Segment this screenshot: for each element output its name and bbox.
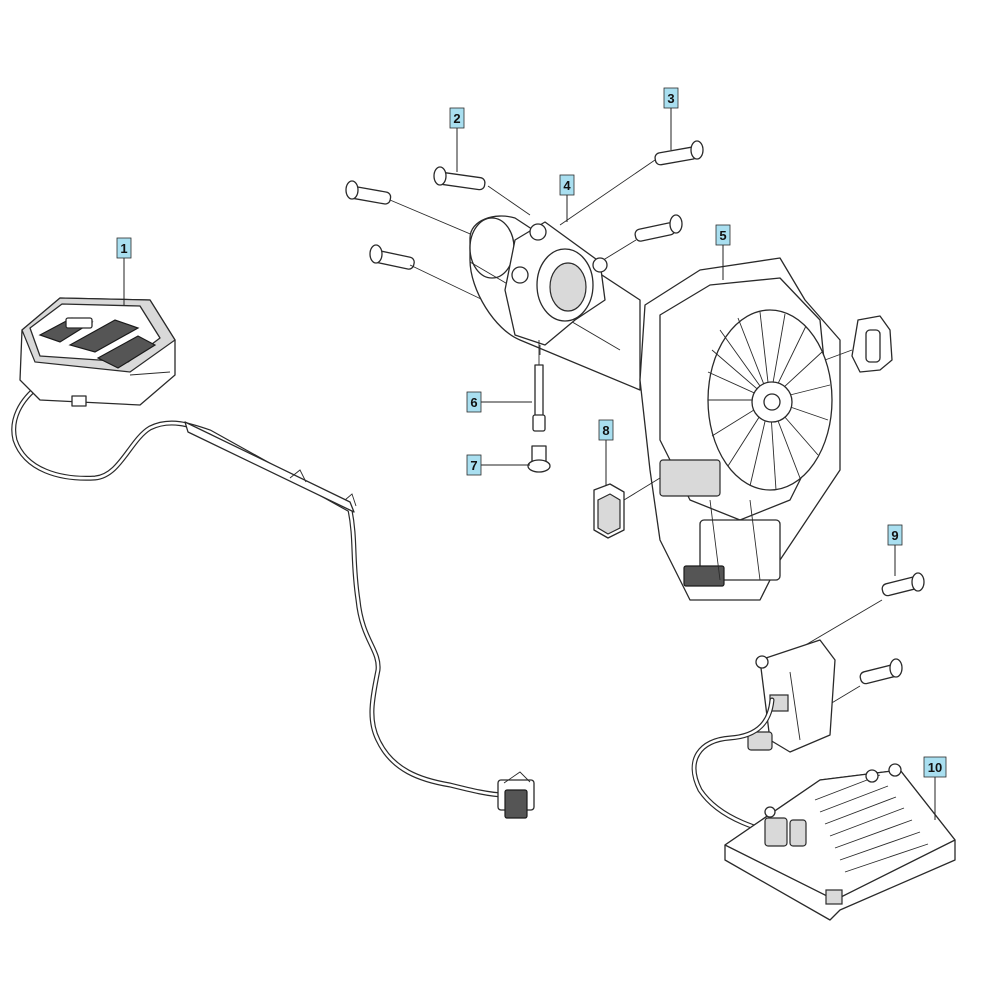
part-8-connector[interactable] [593,477,661,539]
leader-lines [123,108,936,820]
callout-10: 10 [923,756,947,778]
callout-1-label: 1 [120,241,127,256]
screw-upper-left[interactable] [345,180,392,205]
part-5-fan-housing[interactable] [639,257,893,601]
part-1-control-panel[interactable] [11,297,535,819]
part-6-long-screw[interactable] [532,364,546,432]
callout-8-label: 8 [602,423,609,438]
part-10-controller-box[interactable] [691,697,956,921]
callout-4: 4 [559,174,575,196]
callout-9-label: 9 [891,528,898,543]
callout-8: 8 [598,419,614,441]
part-2-screw[interactable] [433,166,486,191]
callout-6: 6 [466,391,482,413]
part-4-motor-flange[interactable] [469,215,641,391]
part-7-bolt[interactable] [527,445,551,473]
callout-10-label: 10 [928,760,942,775]
bracket-assembly[interactable] [747,639,836,753]
callout-5: 5 [715,224,731,246]
callout-9: 9 [887,524,903,546]
callout-1: 1 [116,237,132,259]
screw-middle-left[interactable] [369,244,415,270]
screw-lower[interactable] [859,658,903,685]
part-9-screw[interactable] [881,572,925,597]
callout-4-label: 4 [563,178,571,193]
callout-5-label: 5 [719,228,726,243]
part-3-screw[interactable] [654,140,704,166]
callout-3-label: 3 [667,91,674,106]
screw-middle-right[interactable] [634,214,683,242]
callout-2: 2 [449,107,465,129]
callout-7: 7 [466,454,482,476]
callout-6-label: 6 [470,395,477,410]
callout-2-label: 2 [453,111,460,126]
callout-3: 3 [663,87,679,109]
callout-7-label: 7 [470,458,477,473]
